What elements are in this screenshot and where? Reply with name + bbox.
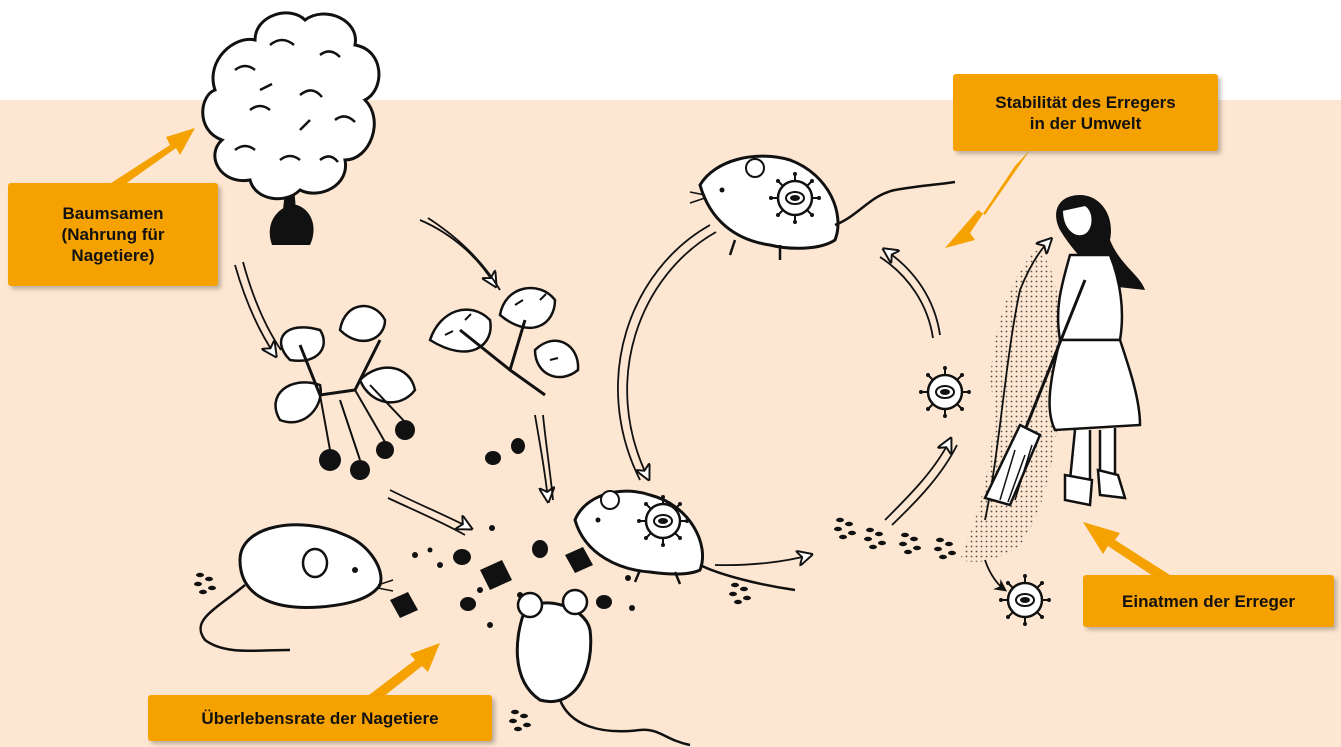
mouse-icon — [690, 156, 955, 260]
label-pathogen-stability-line2: in der Umwelt — [1030, 113, 1141, 134]
label-rodent-survival-text: Überlebensrate der Nagetiere — [201, 708, 438, 729]
beech-branch-icon — [276, 306, 415, 480]
virus-icon — [637, 495, 689, 547]
oak-branch-icon — [430, 288, 578, 395]
label-pathogen-stability-line1: Stabilität des Erregers — [995, 92, 1175, 113]
label-pathogen-stability: Stabilität des Erregers in der Umwelt — [953, 74, 1218, 151]
virus-icon — [769, 172, 821, 224]
label-tree-seeds-line3: Nagetiere) — [71, 245, 154, 266]
mouse-icon — [201, 525, 393, 651]
label-rodent-survival: Überlebensrate der Nagetiere — [148, 695, 492, 741]
dust-cloud-icon — [960, 250, 1062, 562]
label-inhalation-text: Einatmen der Erreger — [1122, 591, 1295, 612]
label-tree-seeds: Baumsamen (Nahrung für Nagetiere) — [8, 183, 218, 286]
woman-sweeping-icon — [1050, 195, 1145, 505]
label-tree-seeds-line2: (Nahrung für — [62, 224, 165, 245]
tree-icon — [203, 13, 379, 245]
mouse-icon — [575, 491, 795, 590]
virus-icon — [919, 366, 971, 418]
label-tree-seeds-line1: Baumsamen — [62, 203, 163, 224]
label-inhalation: Einatmen der Erreger — [1083, 575, 1334, 627]
mouse-icon — [517, 590, 690, 745]
virus-icon — [999, 574, 1051, 626]
